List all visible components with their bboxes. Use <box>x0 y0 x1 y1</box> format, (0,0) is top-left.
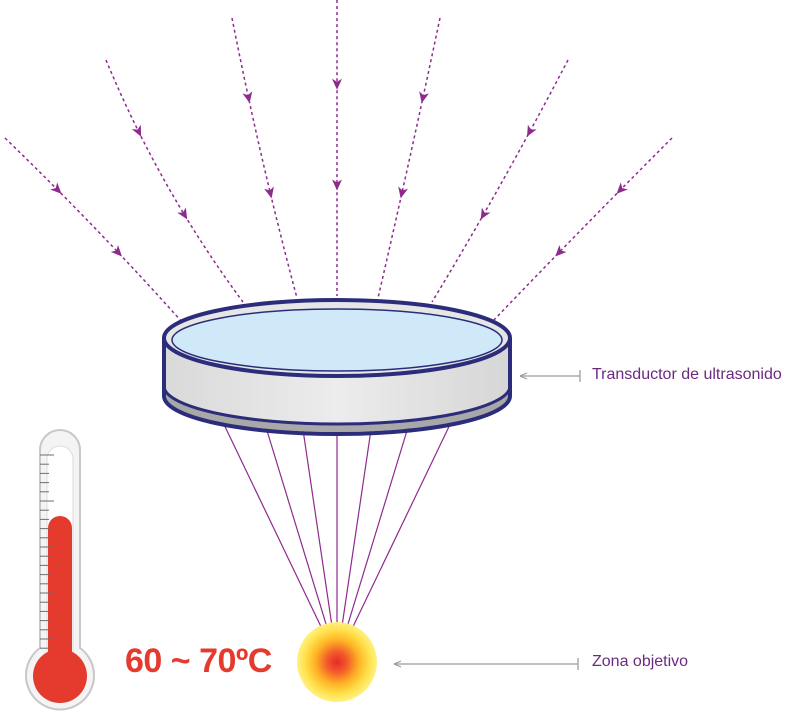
wave-arrow-icon <box>398 186 408 199</box>
beam-line <box>336 416 374 661</box>
wave-line <box>105 59 244 303</box>
transducer-pointer <box>519 370 581 382</box>
wave-line <box>4 137 183 323</box>
beam-line <box>336 411 457 661</box>
wave-line <box>491 137 673 323</box>
heat-spot-icon <box>297 622 377 702</box>
transducer-label: Transductor de ultrasonido <box>592 366 782 383</box>
wave-arrow-icon <box>242 91 253 104</box>
wave-arrow-icon <box>177 207 188 220</box>
transducer-inner-line <box>162 385 512 426</box>
incoming-ultrasound-waves <box>4 0 673 323</box>
target-zone-pointer <box>393 658 579 670</box>
wave-line <box>431 59 569 303</box>
thermometer-scale-ticks <box>40 454 54 649</box>
ultrasound-transducer <box>162 298 512 436</box>
wave-arrow-icon <box>110 245 122 257</box>
wave-arrow-icon <box>131 124 142 137</box>
wave-arrow-icon <box>332 78 342 90</box>
transducer-outline <box>162 338 512 436</box>
beam-line <box>336 414 413 661</box>
wave-arrow-icon <box>527 124 537 137</box>
beam-line <box>261 414 338 661</box>
beam-line <box>217 411 338 661</box>
wave-arrow-icon <box>332 179 342 191</box>
thermometer-icon <box>25 429 95 711</box>
wave-line <box>377 17 441 299</box>
wave-arrow-icon <box>616 182 628 194</box>
wave-arrow-icon <box>555 245 567 257</box>
wave-arrow-icon <box>50 182 62 194</box>
wave-line <box>231 17 298 299</box>
focused-beam-lines <box>217 411 457 661</box>
wave-arrow-icon <box>264 186 274 199</box>
wave-arrow-icon <box>480 207 491 220</box>
beam-line <box>300 416 338 661</box>
temperature-range-text: 60 ~ 70ºC <box>125 642 272 680</box>
wave-arrow-icon <box>419 91 429 104</box>
transducer-top-face <box>171 308 503 372</box>
wave-arrows <box>50 78 628 257</box>
target-zone-label: Zona objetivo <box>592 653 689 670</box>
